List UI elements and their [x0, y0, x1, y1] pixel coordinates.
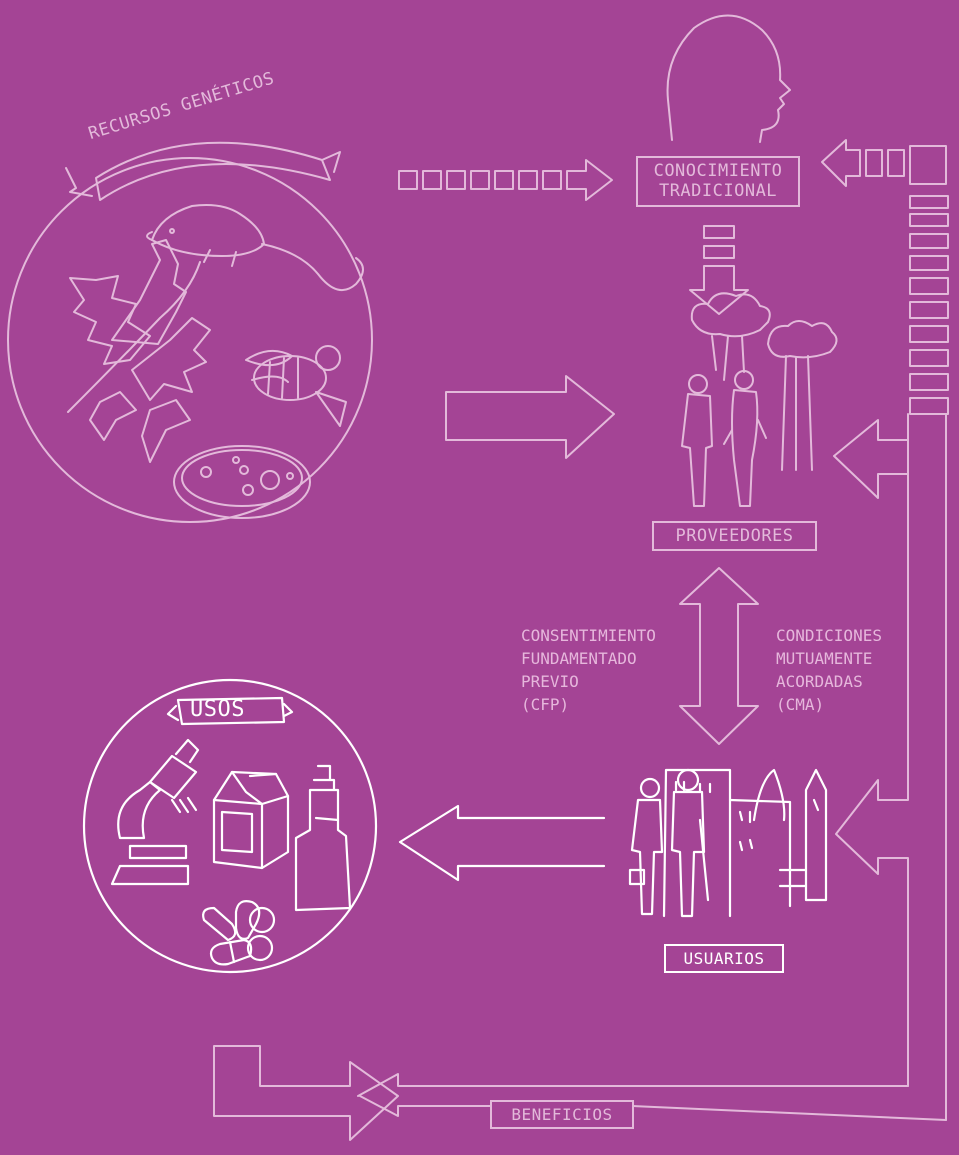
city-buildings-icon	[662, 768, 828, 918]
pic-label: CONSENTIMIENTO FUNDAMENTADO PREVIO (CFP)	[521, 626, 656, 714]
arrow-resources-to-knowledge	[398, 159, 613, 201]
arrow-resources-to-providers	[445, 375, 615, 459]
benefits-line	[357, 1073, 947, 1121]
trees-icon	[690, 292, 838, 471]
providers-people-icon	[681, 370, 767, 507]
genetic-resources-banner	[65, 141, 341, 201]
uses-label: USOS	[190, 697, 245, 722]
arrow-to-providers	[833, 413, 909, 499]
milk-carton-icon	[212, 770, 290, 870]
users-label: USUARIOS	[664, 944, 784, 974]
pills-icon	[202, 900, 276, 966]
petri-dish-icon	[173, 445, 311, 519]
benefits-arrow-start	[213, 1045, 399, 1141]
uses-banner	[166, 696, 294, 726]
head-icon	[666, 14, 791, 143]
bee-icon	[245, 345, 347, 427]
arrow-providers-users	[679, 567, 759, 745]
benefits-label: BENEFICIOS	[490, 1100, 634, 1130]
rat-icon	[146, 204, 364, 292]
arrow-users-to-uses	[398, 804, 606, 882]
users-people-icon	[628, 768, 710, 918]
right-dashed-connector	[909, 195, 949, 415]
leaf-icon	[67, 239, 211, 463]
arrow-to-users	[835, 473, 909, 1087]
arrow-knowledge-to-providers	[689, 225, 749, 315]
spray-bottle-icon	[294, 764, 352, 912]
microscope-icon	[110, 738, 200, 886]
providers-label: PROVEEDORES	[652, 521, 817, 552]
traditional-knowledge-label: CONOCIMIENTO TRADICIONAL	[636, 156, 800, 207]
uses-circle	[82, 678, 378, 974]
genetic-resources-circle	[7, 157, 373, 523]
mat-label: CONDICIONES MUTUAMENTE ACORDADAS (CMA)	[776, 626, 882, 714]
arrow-top-to-knowledge	[821, 139, 947, 187]
